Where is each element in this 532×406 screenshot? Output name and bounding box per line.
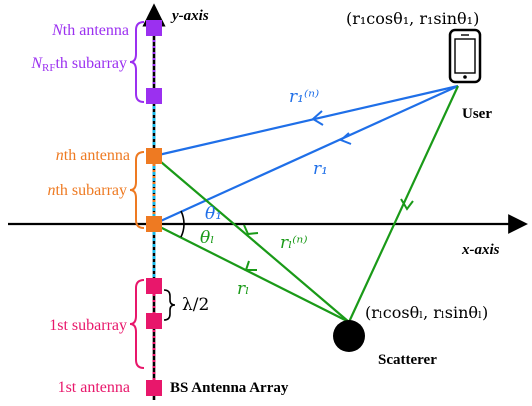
brace-lambda — [163, 289, 176, 321]
ray-r1 — [153, 84, 459, 226]
antenna-pink-3 — [146, 380, 162, 396]
label-bs-array: BS Antenna Array — [170, 380, 289, 396]
angle-arc-thetal — [180, 223, 185, 238]
label-rl: rₗ — [237, 279, 249, 299]
antenna-orange-top — [146, 148, 162, 164]
label-r1n: r₁⁽ⁿ⁾ — [289, 87, 319, 107]
antenna-orange-bottom — [146, 216, 162, 232]
label-y-axis: y-axis — [170, 8, 209, 24]
scatterer-icon — [333, 320, 365, 352]
antenna-purple-top — [146, 20, 162, 36]
label-n-antenna: nth antenna — [56, 147, 130, 164]
label-scatterer: Scatterer — [378, 352, 437, 368]
label-thetal: θₗ — [200, 228, 214, 248]
label-nrf-subarray: NRFth subarray — [30, 55, 127, 74]
label-first-subarray: 1st subarray — [49, 317, 127, 334]
label-theta1: θ₁ — [205, 204, 222, 224]
label-rln: rₗ⁽ⁿ⁾ — [280, 233, 308, 253]
brace-nrf-subarray — [129, 21, 145, 103]
label-user: User — [462, 106, 492, 122]
ray-rln — [153, 155, 350, 323]
label-n-subarray: nth subarray — [47, 182, 127, 199]
arrowhead-user-scatterer — [400, 198, 414, 211]
ray-r1n — [153, 84, 459, 158]
label-nth-antenna: Nth antenna — [51, 22, 129, 39]
label-user-coord: (r₁cosθ₁, r₁sinθ₁) — [346, 9, 479, 28]
phone-icon — [448, 28, 482, 84]
label-r1: r₁ — [313, 159, 328, 179]
brace-first-subarray — [129, 279, 145, 369]
label-x-axis: x-axis — [461, 242, 500, 258]
label-first-antenna: 1st antenna — [58, 379, 130, 396]
arrowhead-r1 — [339, 132, 352, 145]
ray-rl — [153, 223, 350, 323]
angle-arc-theta1 — [180, 210, 185, 225]
label-scatterer-coord: (rₗcosθₗ, rₗsinθₗ) — [365, 303, 488, 322]
antenna-pink-1 — [146, 278, 162, 294]
brace-n-subarray — [129, 151, 145, 229]
label-lambda-half: λ/2 — [182, 295, 209, 315]
antenna-pink-2 — [146, 313, 162, 329]
arrowhead-r1n — [311, 110, 324, 126]
antenna-purple-bottom — [146, 88, 162, 104]
arrowhead-rln — [243, 224, 259, 236]
arrowhead-rl — [244, 260, 257, 271]
